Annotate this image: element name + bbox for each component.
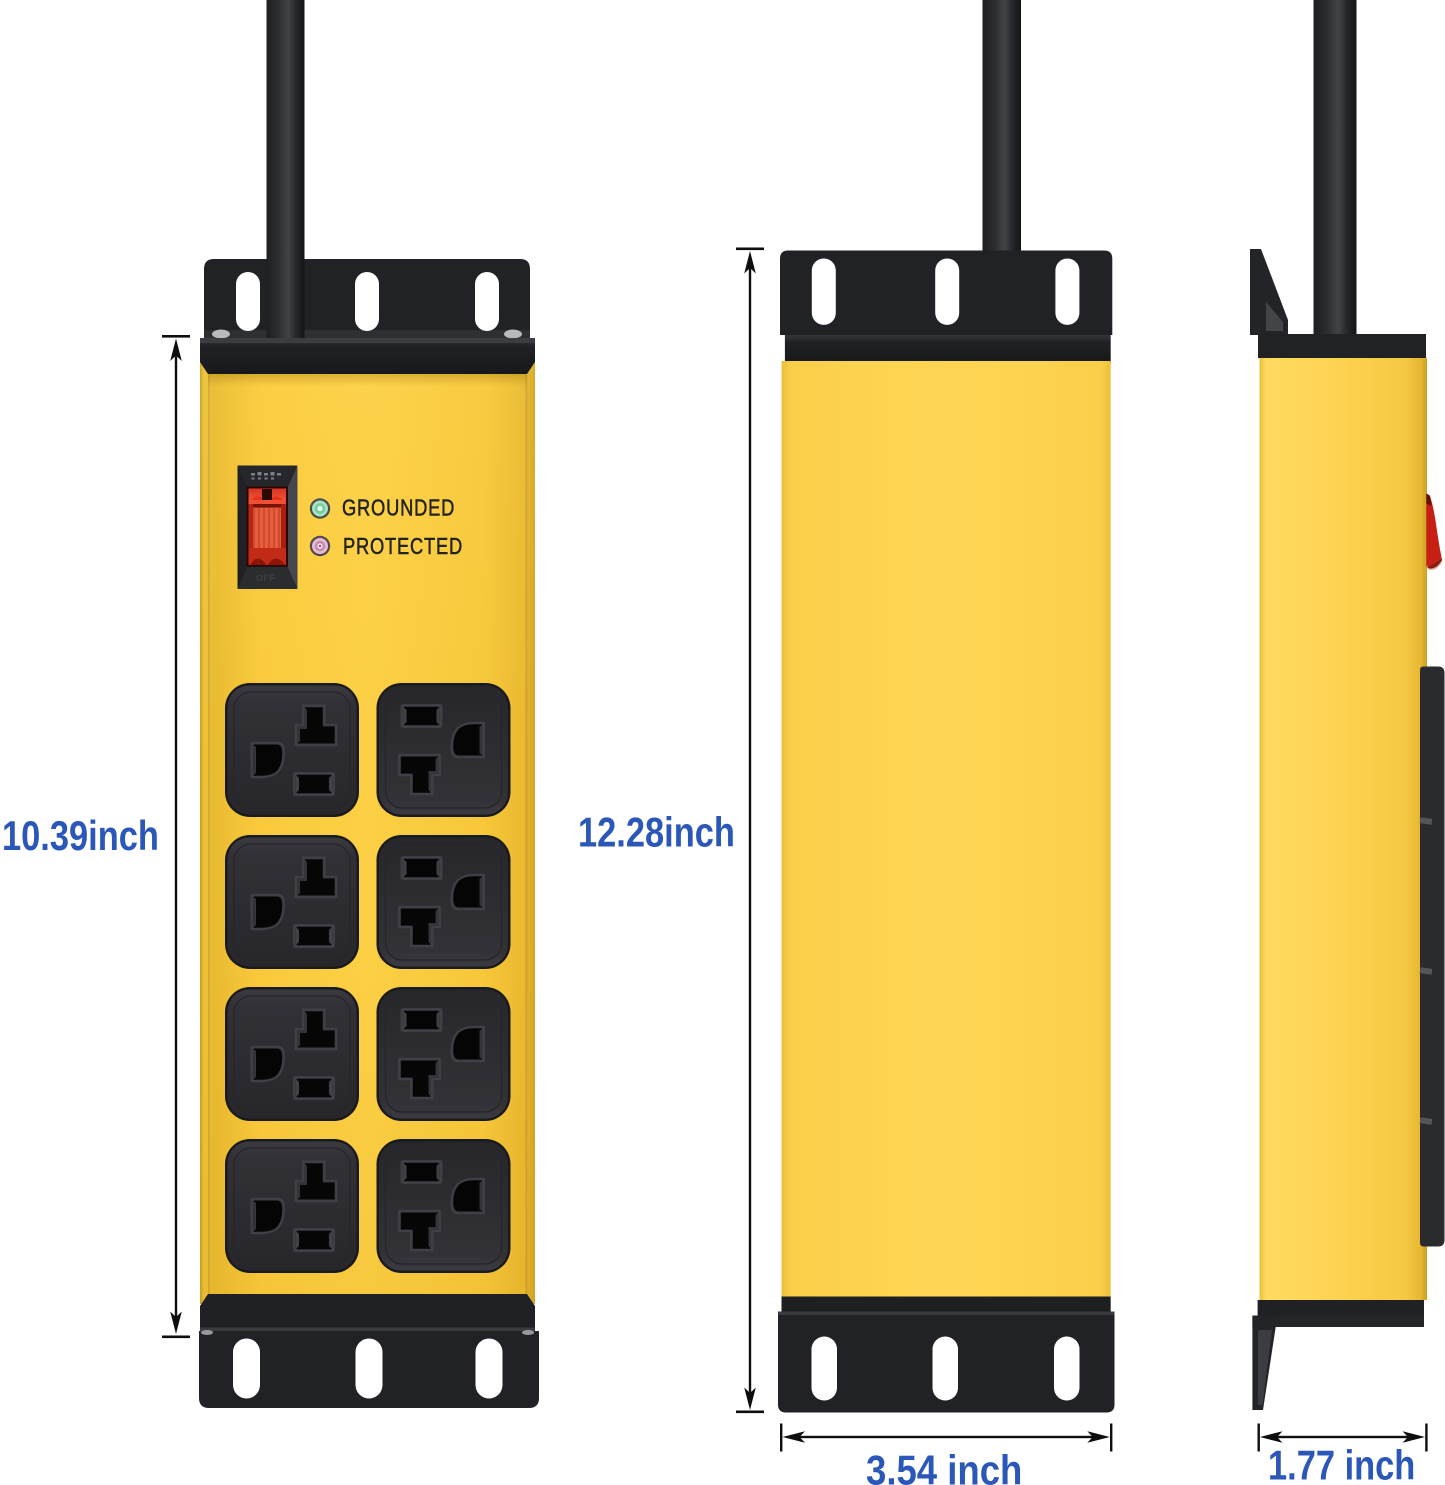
svg-text:1.77 inch: 1.77 inch [1268,1442,1415,1485]
svg-text:3.54 inch: 3.54 inch [866,1447,1022,1485]
svg-text:10.39inch: 10.39inch [2,813,159,860]
svg-text:12.28inch: 12.28inch [578,809,735,856]
svg-text:GROUNDED: GROUNDED [342,495,455,521]
svg-text:OFF: OFF [256,573,275,584]
svg-text:PROTECTED: PROTECTED [343,534,463,560]
